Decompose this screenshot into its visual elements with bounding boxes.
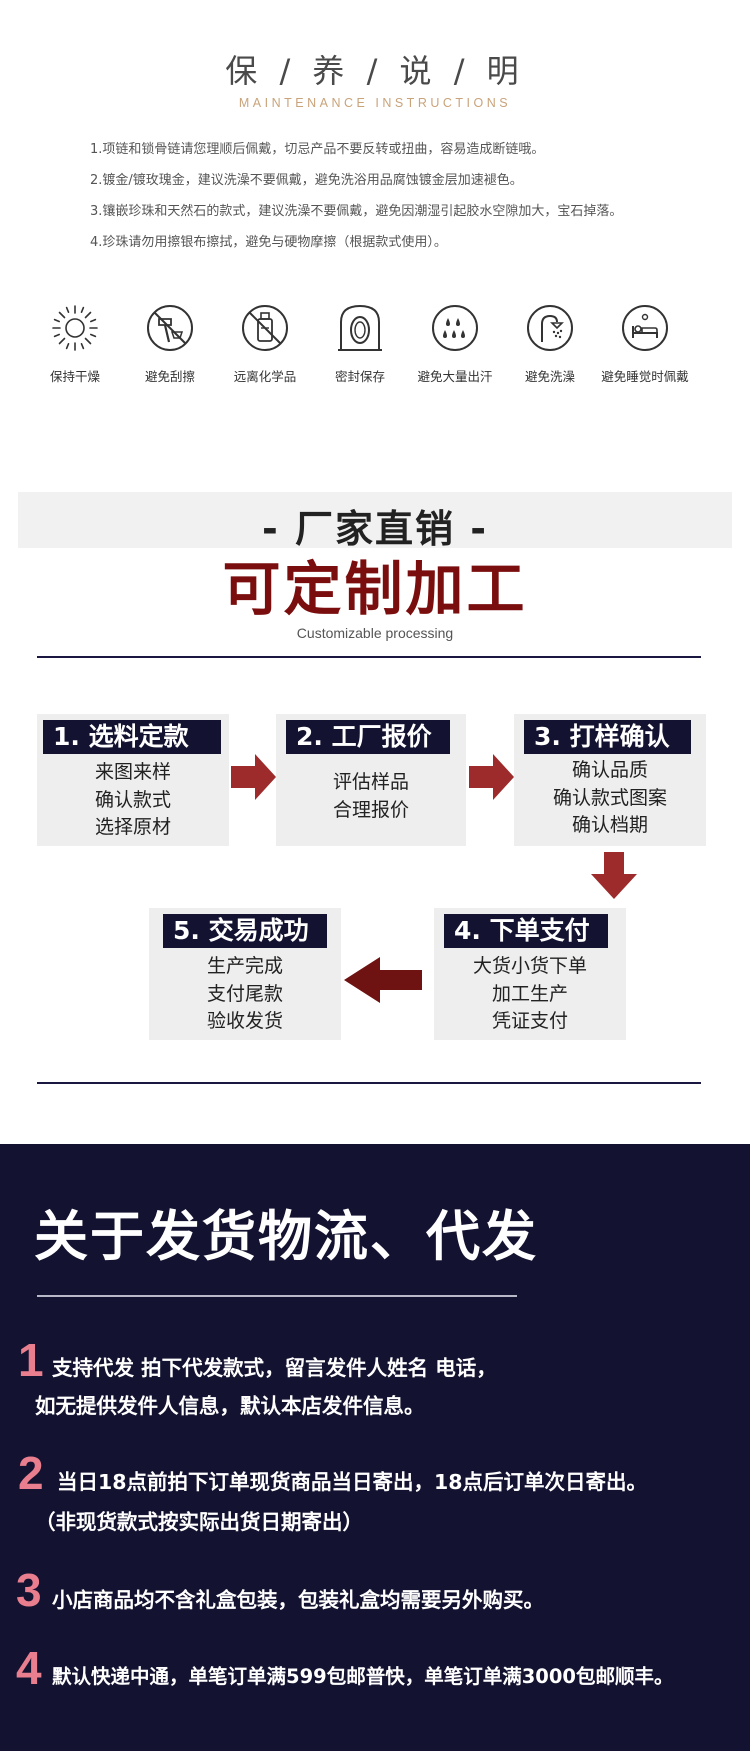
shipping-item-text: 支持代发 拍下代发款式，留言发件人姓名 电话， [52,1356,497,1380]
step-line: 支付尾款 [206,982,283,1005]
maintenance-item: 3.镶嵌珍珠和天然石的款式，建议洗澡不要佩戴，避免因潮湿引起胶水空隙加大，宝石掉… [90,204,623,219]
factory-title-band [18,492,732,548]
custom-processing-title: 可定制加工 [222,555,528,623]
process-step-4: 4. 下单支付 大货小货下单 加工生产 凭证支付 [434,908,626,1040]
care-icon-row: 保持干燥 避免刮擦 远离化学品 密封保存 [30,302,720,392]
arrow-right-icon [469,754,514,800]
shipping-title: 关于发货物流、代发 [34,1205,538,1268]
shipping-item-text: 默认快递中通，单笔订单满599包邮普快，单笔订单满3000包邮顺丰。 [52,1665,674,1688]
shipping-item-number: 3 [16,1564,42,1616]
maintenance-item: 1.项链和锁骨链请您理顺后佩戴，切忌产品不要反转或扭曲，容易造成断链哦。 [90,142,545,157]
care-item-chemicals: 远离化学品 [210,302,320,385]
process-step-3: 3. 打样确认 确认品质 确认款式图案 确认档期 [514,714,706,846]
no-bottle-icon [242,305,288,351]
process-step-5: 5. 交易成功 生产完成 支付尾款 验收发货 [149,908,341,1040]
process-step-2: 2. 工厂报价 评估样品 合理报价 [276,714,466,846]
maintenance-item: 2.镀金/镀玫瑰金，建议洗澡不要佩戴，避免洗浴用品腐蚀镀金层加速褪色。 [90,173,523,188]
step-heading: 1. 选料定款 [43,720,221,754]
shipping-item-text: （非现货款式按实际出货日期寄出） [35,1510,363,1534]
shipping-item-text: 如无提供发件人信息，默认本店发件信息。 [35,1394,425,1418]
shipping-section [0,1144,750,1751]
arrow-shape [231,754,276,800]
care-label: 保持干燥 [49,369,100,384]
step-line: 来图来样 [94,761,171,783]
arrow-shape [344,957,422,1003]
step-line: 确认款式图案 [552,786,667,809]
step-body: 生产完成 支付尾款 验收发货 [149,953,341,1036]
arrow-left-icon [344,957,422,1003]
sealed-bag-icon [338,304,382,351]
care-label: 远离化学品 [233,369,297,384]
care-item-scratch: 避免刮擦 [115,302,225,385]
sweat-drops-icon [432,305,478,351]
custom-processing-subtitle: Customizable processing [296,625,454,641]
step-body: 评估样品 合理报价 [276,769,466,824]
step-heading: 4. 下单支付 [444,914,608,948]
step-line: 合理报价 [332,798,409,821]
care-item-shower: 避免洗澡 [495,302,605,385]
step-body: 确认品质 确认款式图案 确认档期 [514,757,706,840]
shipping-item-number: 2 [18,1447,44,1499]
no-hammer-icon [147,305,193,351]
bed-icon [622,305,668,351]
care-label: 避免睡觉时佩戴 [601,369,689,384]
step-line: 生产完成 [206,955,283,977]
arrow-shape [469,754,514,800]
step-line: 确认款式 [94,788,171,811]
care-label: 密封保存 [334,369,385,384]
process-step-1: 1. 选料定款 来图来样 确认款式 选择原材 [37,714,229,846]
maintenance-subtitle: MAINTENANCE INSTRUCTIONS [238,96,512,110]
step-line: 大货小货下单 [472,955,587,977]
maintenance-title: 保 / 养 / 说 / 明 [225,52,525,90]
shipping-item-text: 小店商品均不含礼盒包装，包装礼盒均需要另外购买。 [52,1588,544,1612]
shipping-divider [37,1295,517,1297]
arrow-down-icon [591,852,637,899]
shipping-item-number: 4 [16,1642,42,1694]
arrow-right-icon [231,754,276,800]
step-line: 加工生产 [491,982,568,1005]
care-item-sweat: 避免大量出汗 [400,302,510,385]
care-label: 避免刮擦 [144,369,195,384]
care-item-sleep: 避免睡觉时佩戴 [590,302,700,385]
step-line: 选择原材 [94,816,171,838]
step-body: 大货小货下单 加工生产 凭证支付 [434,953,626,1036]
care-item-dry: 保持干燥 [20,302,130,385]
step-line: 评估样品 [332,771,409,793]
maintenance-list: 1.项链和锁骨链请您理顺后佩戴，切忌产品不要反转或扭曲，容易造成断链哦。 2.镀… [90,140,720,264]
step-heading: 3. 打样确认 [524,720,691,754]
step-heading: 5. 交易成功 [163,914,327,948]
divider-bottom [37,1082,701,1084]
step-line: 验收发货 [206,1010,283,1032]
step-line: 凭证支付 [491,1010,568,1032]
step-line: 确认档期 [571,814,648,836]
sun-icon [52,305,98,351]
step-heading: 2. 工厂报价 [286,720,450,754]
arrow-shape [591,852,637,899]
step-line: 确认品质 [571,759,648,781]
shipping-item-number: 1 [18,1334,44,1386]
care-item-sealed: 密封保存 [305,302,415,385]
care-label: 避免洗澡 [524,369,575,384]
step-body: 来图来样 确认款式 选择原材 [37,759,229,842]
maintenance-item: 4.珍珠请勿用擦银布擦拭，避免与硬物摩擦（根据款式使用）。 [90,235,447,250]
shipping-item-text: 当日18点前拍下订单现货商品当日寄出，18点后订单次日寄出。 [57,1470,648,1494]
divider-top [37,656,701,658]
care-label: 避免大量出汗 [417,369,493,384]
factory-title: - 厂家直销 - [261,507,488,551]
shower-icon [527,305,573,351]
